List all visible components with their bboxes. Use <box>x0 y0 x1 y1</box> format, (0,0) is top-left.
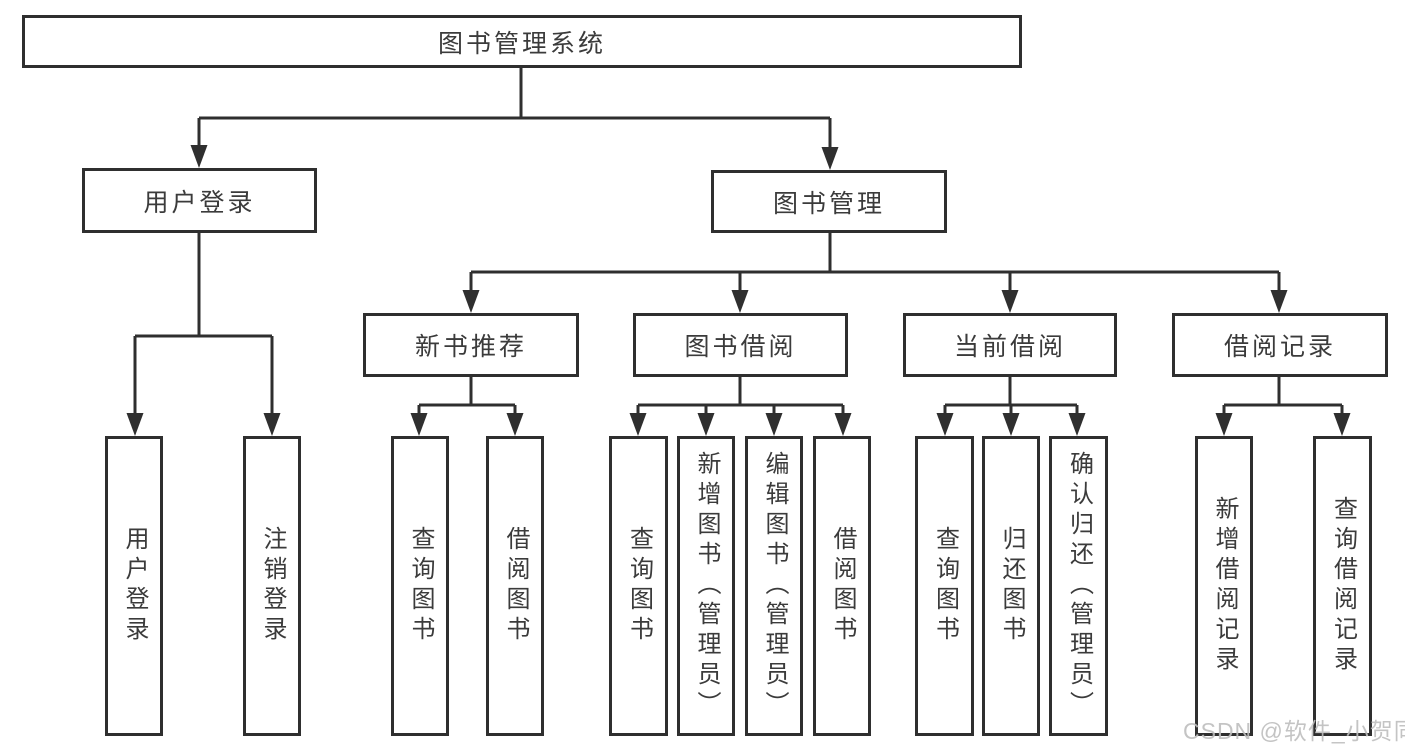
node-label: 当前借阅 <box>953 333 1066 361</box>
leaf-edit-book-admin: 编辑图书（管理员） <box>745 436 803 736</box>
leaf-label: 确认归还（管理员） <box>1065 451 1093 721</box>
node-label: 图书管理系统 <box>437 29 606 58</box>
leaf-confirm-return-admin: 确认归还（管理员） <box>1049 436 1108 736</box>
node-current-borrowing: 当前借阅 <box>903 313 1117 377</box>
leaf-current-query-book: 查询图书 <box>915 436 974 736</box>
csdn-watermark: CSDN @软件_小贺同学 <box>1183 718 1405 744</box>
arrowhead-icon <box>834 413 852 436</box>
leaf-label: 查询图书 <box>625 526 653 646</box>
leaf-borrow-query-book: 查询图书 <box>609 436 668 736</box>
arrowhead-icon <box>1270 290 1288 313</box>
node-label: 新书推荐 <box>414 333 527 361</box>
arrowhead-icon <box>190 145 208 168</box>
leaf-label: 查询图书 <box>407 526 434 646</box>
arrowhead-icon <box>1333 413 1351 436</box>
arrowhead-icon <box>1215 413 1233 436</box>
leaf-label: 新增借阅记录 <box>1211 496 1238 676</box>
arrowhead-icon <box>1068 413 1086 436</box>
node-label: 借阅记录 <box>1223 333 1336 361</box>
arrowhead-icon <box>126 413 144 436</box>
leaf-return-book: 归还图书 <box>982 436 1040 736</box>
leaf-add-borrow-record: 新增借阅记录 <box>1195 436 1253 736</box>
arrowhead-icon <box>263 413 281 436</box>
arrowhead-icon <box>936 413 954 436</box>
node-label: 图书借阅 <box>684 333 797 361</box>
arrowhead-icon <box>697 413 715 436</box>
arrowhead-icon <box>462 290 480 313</box>
node-label: 图书管理 <box>772 189 885 218</box>
node-user-login: 用户登录 <box>82 168 317 233</box>
leaf-label: 查询图书 <box>931 526 959 646</box>
leaf-label: 查询借阅记录 <box>1329 496 1357 676</box>
leaf-borrow-book: 借阅图书 <box>813 436 871 736</box>
node-label: 用户登录 <box>143 188 256 217</box>
leaf-newrec-borrow-book: 借阅图书 <box>486 436 544 736</box>
leaf-add-book-admin: 新增图书（管理员） <box>677 436 735 736</box>
node-book-management: 图书管理 <box>711 170 947 233</box>
leaf-user-login: 用户登录 <box>105 436 163 736</box>
arrowhead-icon <box>629 413 647 436</box>
arrowhead-icon <box>410 413 428 436</box>
node-new-book-recommend: 新书推荐 <box>363 313 579 377</box>
leaf-label: 用户登录 <box>121 526 148 646</box>
node-library-management-system: 图书管理系统 <box>22 15 1022 68</box>
arrowhead-icon <box>1002 413 1020 436</box>
arrowhead-icon <box>1001 290 1019 313</box>
leaf-label: 借阅图书 <box>502 526 529 646</box>
node-book-borrowing: 图书借阅 <box>633 313 848 377</box>
arrowhead-icon <box>765 413 783 436</box>
leaf-logout: 注销登录 <box>243 436 301 736</box>
arrowhead-icon <box>731 290 749 313</box>
leaf-newrec-query-book: 查询图书 <box>391 436 449 736</box>
arrowhead-icon <box>506 413 524 436</box>
arrowhead-icon <box>821 147 839 170</box>
leaf-label: 归还图书 <box>998 526 1025 646</box>
node-borrowing-records: 借阅记录 <box>1172 313 1388 377</box>
leaf-label: 新增图书（管理员） <box>693 451 720 721</box>
leaf-label: 注销登录 <box>259 526 286 646</box>
leaf-label: 借阅图书 <box>829 526 856 646</box>
leaf-label: 编辑图书（管理员） <box>761 451 788 721</box>
leaf-query-borrow-record: 查询借阅记录 <box>1313 436 1372 736</box>
